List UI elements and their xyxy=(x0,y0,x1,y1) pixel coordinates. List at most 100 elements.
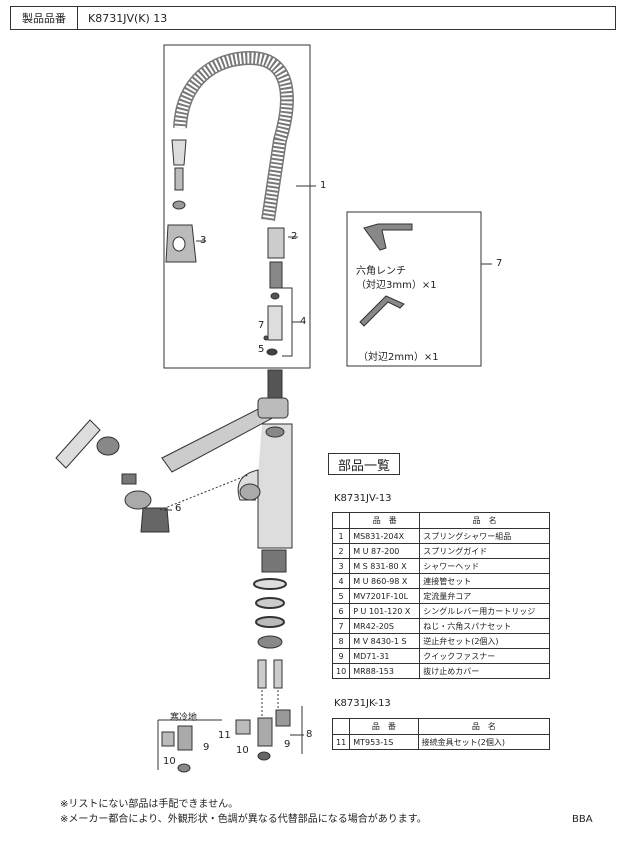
callout-7-screw: 7 xyxy=(258,320,265,331)
cell-part: MR88-153 xyxy=(349,663,421,679)
cell-no: 5 xyxy=(331,588,351,604)
col-part-no: 品 番 xyxy=(349,718,419,735)
connecting-pipe-bracket xyxy=(282,287,293,357)
cartridge-6 xyxy=(140,507,170,533)
shower-assembly-frame xyxy=(163,44,311,369)
washer-3 xyxy=(255,616,285,628)
table1-model: K8731JV-13 xyxy=(334,493,392,504)
cell-name: スプリングシャワー組品 xyxy=(419,528,550,544)
supply-hose-left xyxy=(257,659,267,689)
shower-head-face xyxy=(172,236,186,252)
cell-name: シャワーヘッド xyxy=(419,558,550,574)
callout-3: 3 xyxy=(200,235,207,246)
washer-2 xyxy=(255,597,285,609)
cell-no: 8 xyxy=(331,633,351,649)
cell-name: 連接管セット xyxy=(419,573,550,589)
cell-name: シングルレバー用カートリッジ xyxy=(419,603,550,619)
cell-no: 4 xyxy=(331,573,351,589)
cell-part: MT953-1S xyxy=(349,734,419,750)
cell-name: 接続金具セット(2個入) xyxy=(417,734,551,750)
quick-fastener xyxy=(235,719,251,735)
cell-name: クイックファスナー xyxy=(419,648,550,664)
cold-region-bracket xyxy=(157,719,222,770)
callout-9-cold: 9 xyxy=(203,742,210,753)
wrench-label-2mm: （対辺2mm）×1 xyxy=(358,352,439,363)
wrench-label-3mm: （対辺3mm）×1 xyxy=(356,280,437,291)
cell-part: M V 8430-1 S xyxy=(349,633,421,649)
col-no xyxy=(331,512,351,529)
cell-name: スプリングガイド xyxy=(419,543,550,559)
cell-name: 抜け止めカバー xyxy=(419,663,550,679)
cold-nut xyxy=(177,763,191,773)
wrench-label-name: 六角レンチ xyxy=(356,266,406,277)
cell-part: M S 831-80 X xyxy=(349,558,421,574)
shower-head-tip xyxy=(171,139,187,166)
cell-no: 10 xyxy=(331,663,351,679)
cold-region-label: 寒冷地 xyxy=(170,713,198,723)
table2-model: K8731JK-13 xyxy=(334,698,391,709)
cell-name: 定流量弁コア xyxy=(419,588,550,604)
cell-no: 1 xyxy=(331,528,351,544)
callout-10-cold: 10 xyxy=(163,756,176,767)
callout-11: 11 xyxy=(218,730,231,741)
table-header-row: 品 番 品 名 xyxy=(331,512,550,529)
callout-2: 2 xyxy=(291,231,298,242)
footnote-2: ※メーカー都合により、外観形状・色調が異なる代替部品になる場合があります。 xyxy=(60,814,427,825)
threaded-shank xyxy=(261,549,287,573)
table-header-row: 品 番 品 名 xyxy=(331,718,551,735)
spout-joint xyxy=(257,397,289,419)
spring-guide-thread xyxy=(269,261,283,289)
parts-list-title: 部品一覧 xyxy=(328,453,400,475)
wrench-box xyxy=(346,211,482,367)
callout-8: 8 xyxy=(306,729,313,740)
cell-part: MS831-204X xyxy=(349,528,421,544)
callout-5: 5 xyxy=(258,344,265,355)
callout-4: 4 xyxy=(300,316,307,327)
cell-part: M U 87-200 xyxy=(349,543,421,559)
shower-inner-pipe xyxy=(174,167,184,191)
cell-no: 3 xyxy=(331,558,351,574)
cell-part: P U 101-120 X xyxy=(349,603,421,619)
check-valve-nut xyxy=(257,751,271,761)
cell-no: 9 xyxy=(331,648,351,664)
col-name: 品 名 xyxy=(417,718,551,735)
callout-1: 1 xyxy=(320,180,327,191)
hex-wrench-2mm xyxy=(359,295,405,327)
connecting-pipe xyxy=(267,305,283,341)
cell-no: 2 xyxy=(331,543,351,559)
washer-1 xyxy=(253,578,287,590)
product-number-value: K8731JV(K) 13 xyxy=(88,11,168,25)
footnote-1: ※リストにない部品は手配できません。 xyxy=(60,799,239,810)
cartridge-ring xyxy=(124,490,152,510)
supply-hose-right xyxy=(273,659,283,689)
callout-7-wrench: 7 xyxy=(496,258,503,269)
cell-part: M U 860-98 X xyxy=(349,573,421,589)
lock-nut xyxy=(257,635,283,649)
faucet-top-port xyxy=(265,426,285,438)
cell-no: 11 xyxy=(331,734,351,750)
cartridge-clip xyxy=(121,473,137,485)
connector-oring xyxy=(270,292,280,300)
quick-fastener-2 xyxy=(275,709,291,727)
footnotes: ※リストにない部品は手配できません。 ※メーカー都合により、外観形状・色調が異な… xyxy=(60,797,427,827)
cell-part: MV7201F-10L xyxy=(349,588,421,604)
col-no xyxy=(331,718,351,735)
spout-valve-stack xyxy=(267,369,283,403)
cold-connector xyxy=(177,725,193,751)
callout-9: 9 xyxy=(284,739,291,750)
screw-7 xyxy=(263,335,269,341)
col-name: 品 名 xyxy=(419,512,550,529)
product-number-header: 製品品番 K8731JV(K) 13 xyxy=(10,6,616,30)
